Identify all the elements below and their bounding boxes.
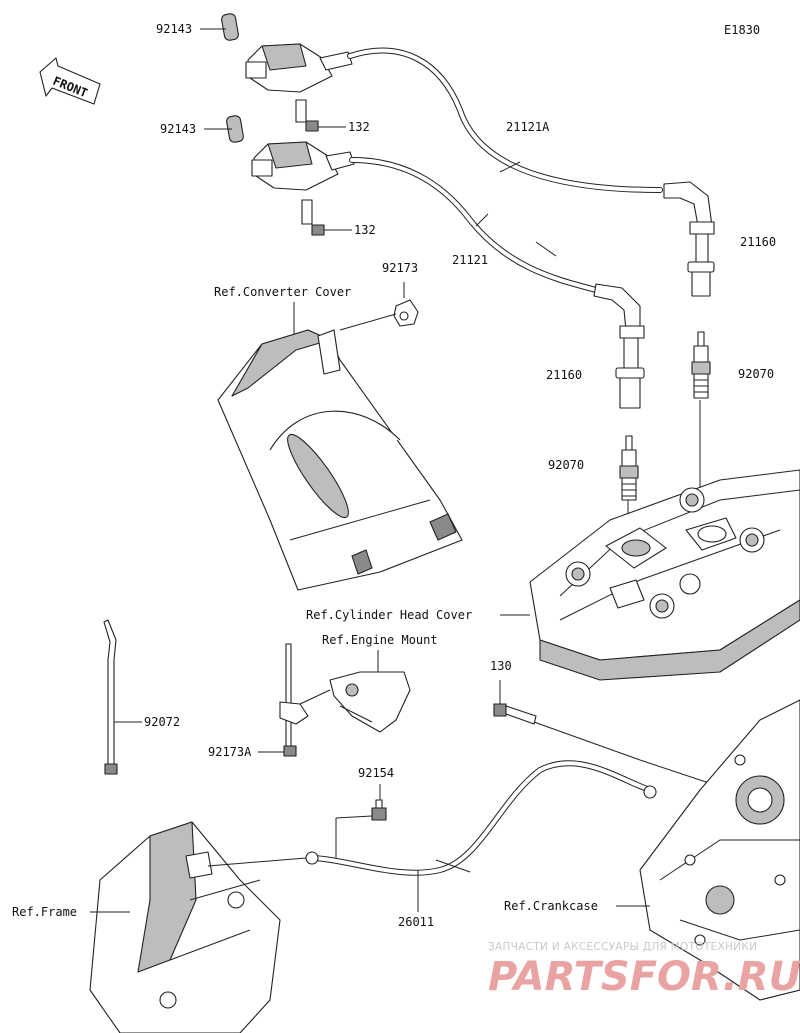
label-ref-cylinder-head-cover: Ref.Cylinder Head Cover bbox=[306, 608, 472, 622]
label-21121a: 21121A bbox=[506, 120, 550, 134]
plug-cap-left bbox=[593, 283, 645, 409]
ignition-coil-middle bbox=[226, 115, 355, 236]
bolt-130 bbox=[493, 703, 537, 725]
diagram-code: E1830 bbox=[724, 23, 760, 37]
label-ref-crankcase: Ref.Crankcase bbox=[504, 899, 598, 913]
label-21121: 21121 bbox=[452, 253, 488, 267]
label-21160-left: 21160 bbox=[546, 368, 582, 382]
band-92072 bbox=[103, 619, 118, 775]
front-arrow-icon: FRONT bbox=[39, 57, 101, 105]
label-92173a: 92173A bbox=[208, 745, 252, 759]
label-92143-mid: 92143 bbox=[160, 122, 196, 136]
frame bbox=[89, 821, 281, 1033]
label-92070-right: 92070 bbox=[738, 367, 774, 381]
label-132-mid: 132 bbox=[354, 223, 376, 237]
ignition-coil-upper bbox=[221, 13, 353, 132]
cable-terminal-crankcase bbox=[643, 785, 657, 799]
plug-cap-right bbox=[663, 181, 715, 297]
spark-plug-right bbox=[691, 331, 711, 399]
watermark-tagline: ЗАПЧАСТИ И АКСЕССУАРЫ ДЛЯ МОТОТЕХНИКИ bbox=[488, 941, 757, 953]
label-21160-right: 21160 bbox=[740, 235, 776, 249]
label-26011: 26011 bbox=[398, 915, 434, 929]
crankcase bbox=[639, 699, 800, 1001]
clip-92173 bbox=[393, 299, 419, 327]
label-92070-left: 92070 bbox=[548, 458, 584, 472]
label-132-top: 132 bbox=[348, 120, 370, 134]
cylinder-head-cover bbox=[529, 469, 800, 681]
spark-plug-left bbox=[619, 435, 639, 501]
label-92173: 92173 bbox=[382, 261, 418, 275]
label-ref-frame: Ref.Frame bbox=[12, 905, 77, 919]
label-92154: 92154 bbox=[358, 766, 394, 780]
converter-cover bbox=[217, 329, 463, 591]
engine-mount bbox=[329, 671, 411, 733]
watermark-brand: PARTSFOR.RU bbox=[488, 954, 800, 1000]
label-ref-engine-mount: Ref.Engine Mount bbox=[322, 633, 438, 647]
clip-92173a bbox=[279, 643, 309, 757]
label-130: 130 bbox=[490, 659, 512, 673]
label-92072: 92072 bbox=[144, 715, 180, 729]
bolt-92154 bbox=[371, 799, 387, 821]
cable-terminal-frame bbox=[305, 851, 319, 865]
label-ref-converter-cover: Ref.Converter Cover bbox=[214, 285, 351, 299]
label-92143-top: 92143 bbox=[156, 22, 192, 36]
